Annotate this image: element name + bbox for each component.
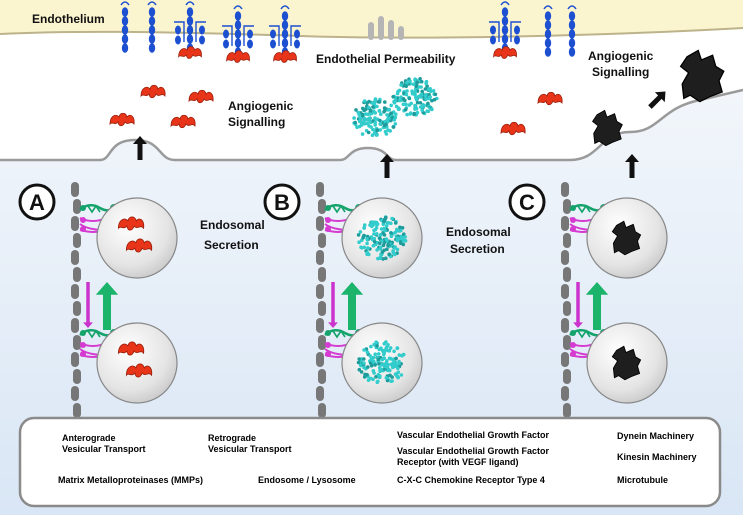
panel-letter: B bbox=[274, 190, 290, 215]
vegf-icon bbox=[537, 91, 563, 106]
secretion-arrow bbox=[625, 154, 639, 178]
retrograde-arrow bbox=[573, 282, 583, 328]
legend-kinesin: Kinesin Machinery bbox=[617, 452, 697, 462]
angiogenic-label-c-1: Angiogenic bbox=[588, 49, 654, 63]
anterograde-arrow bbox=[340, 282, 364, 330]
microtubule-icon bbox=[316, 182, 326, 418]
legend-vegfr-2: Receptor (with VEGF ligand) bbox=[397, 457, 519, 467]
microtubule-icon bbox=[561, 182, 571, 418]
legend-dynein: Dynein Machinery bbox=[617, 431, 694, 441]
membrane-line bbox=[0, 88, 743, 162]
panel-letter: A bbox=[29, 190, 45, 215]
angiogenic-label-a-2: Signalling bbox=[228, 115, 285, 129]
secretion-label-a-1: Endosomal bbox=[200, 218, 265, 232]
endosome-icon bbox=[96, 322, 178, 404]
vegfr-with-ligand-icon bbox=[222, 5, 254, 63]
vegfr-icon bbox=[120, 1, 130, 53]
vegf-icon bbox=[125, 238, 153, 253]
vegf-icon bbox=[140, 84, 166, 99]
cxcr4-icon bbox=[611, 345, 642, 381]
signal-arrow bbox=[648, 91, 666, 109]
panel-badge bbox=[263, 183, 301, 221]
permeability-label: Endothelial Permeability bbox=[316, 52, 456, 66]
endothelium-layer bbox=[0, 0, 743, 38]
legend-cxcr4: C-X-C Chemokine Receptor Type 4 bbox=[397, 475, 545, 485]
panel-c: C bbox=[508, 182, 668, 418]
mmp-cluster-icon bbox=[352, 97, 398, 137]
secretion-label-a-2: Secretion bbox=[204, 238, 259, 252]
legend-retrograde-1: Retrograde bbox=[208, 433, 256, 443]
vegf-icon bbox=[226, 50, 250, 63]
panel-letter: C bbox=[519, 190, 535, 215]
cxcr4-icon bbox=[592, 109, 623, 147]
vegf-icon bbox=[500, 121, 526, 136]
vegf-icon bbox=[125, 363, 153, 378]
secretion-arrow bbox=[133, 136, 147, 160]
legend-mmp: Matrix Metalloproteinases (MMPs) bbox=[58, 475, 203, 485]
legend-endosome: Endosome / Lysosome bbox=[258, 475, 356, 485]
vegf-icon bbox=[109, 112, 135, 127]
endosome-icon bbox=[96, 197, 178, 279]
secretion-arrow bbox=[380, 154, 394, 178]
vegf-icon bbox=[493, 46, 517, 59]
legend-anterograde-1: Anterograde bbox=[62, 433, 116, 443]
panel-a: A bbox=[18, 182, 178, 418]
legend-retrograde-2: Vesicular Transport bbox=[208, 444, 292, 454]
vegf-icon bbox=[178, 46, 202, 59]
panel-badge bbox=[18, 183, 56, 221]
vegf-icon bbox=[170, 114, 196, 129]
legend-anterograde-2: Vesicular Transport bbox=[62, 444, 146, 454]
cxcr4-icon bbox=[679, 49, 725, 103]
retrograde-arrow bbox=[83, 282, 93, 328]
mmp-cluster-icon bbox=[391, 77, 439, 117]
vegfr-icon bbox=[567, 5, 577, 57]
legend-vegf: Vascular Endothelial Growth Factor bbox=[397, 430, 550, 440]
legend-vegfr-1: Vascular Endothelial Growth Factor bbox=[397, 446, 550, 456]
vegfr-with-ligand-icon bbox=[489, 1, 521, 59]
panel-b: B bbox=[263, 182, 423, 418]
endosome-icon bbox=[341, 197, 423, 279]
vegfr-icon bbox=[147, 1, 157, 53]
vegf-icon bbox=[117, 341, 145, 356]
secretion-label-b-1: Endosomal bbox=[446, 225, 511, 239]
vegfr-icon bbox=[543, 5, 553, 57]
legend-microtubule: Microtubule bbox=[617, 475, 668, 485]
secretion-label-b-2: Secretion bbox=[450, 242, 505, 256]
panel-badge bbox=[508, 183, 546, 221]
cell-interior bbox=[0, 90, 743, 515]
anterograde-arrow bbox=[95, 282, 119, 330]
vegfr-with-ligand-icon bbox=[174, 1, 206, 59]
endothelium-edge bbox=[0, 27, 743, 39]
vegf-icon bbox=[273, 50, 297, 63]
angiogenic-label-c-2: Signalling bbox=[592, 65, 649, 79]
mmp-cluster-icon bbox=[356, 340, 406, 385]
vegfr-with-ligand-icon bbox=[269, 5, 301, 63]
vegf-icon bbox=[117, 216, 145, 231]
legend-box bbox=[18, 416, 722, 508]
microtubule-icon bbox=[71, 182, 81, 418]
angiogenic-label-a-1: Angiogenic bbox=[228, 99, 294, 113]
cxcr4-icon bbox=[611, 220, 642, 256]
endothelium-label: Endothelium bbox=[32, 12, 105, 26]
mmp-cluster-icon bbox=[356, 215, 408, 261]
retrograde-arrow bbox=[328, 282, 338, 328]
anterograde-arrow bbox=[585, 282, 609, 330]
vegf-icon bbox=[188, 89, 214, 104]
endothelial-gap-icon bbox=[368, 16, 404, 40]
